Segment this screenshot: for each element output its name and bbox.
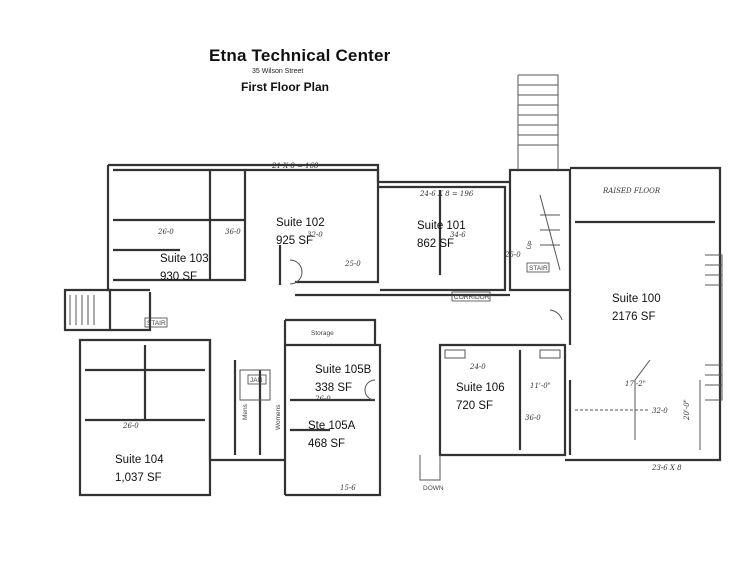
suite-105a-name: Ste 105A xyxy=(308,420,356,432)
dim-s105a: 15-6 xyxy=(340,484,356,492)
dim-s100v: 20'-0" xyxy=(683,399,691,421)
suite-104-name: Suite 104 xyxy=(115,454,164,466)
dim-s103b: 36-0 xyxy=(225,228,241,236)
suite-105b-name: Suite 105B xyxy=(315,364,372,376)
mens-label: Mens xyxy=(242,403,249,420)
dim-s101v: 25-0 xyxy=(504,251,521,259)
suite-106-area: 720 SF xyxy=(456,400,493,412)
suite-103-name: Suite 103 xyxy=(160,253,209,265)
jan-label: JAN xyxy=(250,377,263,384)
suite-106-name: Suite 106 xyxy=(456,382,505,394)
corridor-label: CORRIDOR xyxy=(454,294,490,301)
plan-subtitle: First Floor Plan xyxy=(241,80,330,94)
dim-s100a: 17'-2" xyxy=(625,380,646,388)
dim-s106b: 11'-0" xyxy=(530,382,551,390)
suite-102-name: Suite 102 xyxy=(276,217,325,229)
up-label: UP xyxy=(525,240,535,251)
suite-100-name: Suite 100 xyxy=(612,293,661,305)
stair-left-label: STAIR xyxy=(147,320,166,327)
plan-address: 35 Wilson Street xyxy=(252,68,304,75)
room-labels: Storage Mens Womens JAN STAIR STAIR CORR… xyxy=(144,187,661,492)
dim-s100b: 32-0 xyxy=(652,407,668,415)
dim-s106a: 24-0 xyxy=(469,363,486,371)
dim-top-mid: 24-6 X 8 = 196 xyxy=(419,190,474,198)
suite-105b-area: 338 SF xyxy=(315,382,352,394)
dim-s103: 26-0 xyxy=(157,228,174,236)
down-label: DOWN xyxy=(423,485,444,492)
suite-104-area: 1,037 SF xyxy=(115,472,162,484)
dim-s104: 26-0 xyxy=(122,422,139,430)
suite-100-area: 2176 SF xyxy=(612,311,655,323)
dim-s106c: 36-0 xyxy=(525,414,541,422)
suite-labels: Suite 103 930 SF Suite 102 925 SF Suite … xyxy=(115,217,661,484)
suite-102-area: 925 SF xyxy=(276,235,313,247)
dim-s101: 34-6 xyxy=(450,231,466,239)
dim-s100c: 23-6 X 8 xyxy=(651,464,682,472)
dim-s105b: 26-0 xyxy=(314,395,331,403)
suite-105a-area: 468 SF xyxy=(308,438,345,450)
suite-101-name: Suite 101 xyxy=(417,220,466,232)
raised-floor-label: RAISED FLOOR xyxy=(602,187,661,195)
dimension-labels: 21 X 8 = 168 24-6 X 8 = 196 26-0 36-0 32… xyxy=(122,162,691,492)
womens-label: Womens xyxy=(275,404,282,430)
suite-101-area: 862 SF xyxy=(417,238,454,250)
dim-s102v: 25-0 xyxy=(344,260,361,268)
suite-103-area: 930 SF xyxy=(160,271,197,283)
stair-right-label: STAIR xyxy=(529,265,548,272)
walls xyxy=(63,74,723,497)
dim-s102: 32-0 xyxy=(307,231,323,239)
plan-title: Etna Technical Center xyxy=(209,46,391,65)
storage-label: Storage xyxy=(311,330,334,337)
dim-top-left: 21 X 8 = 168 xyxy=(271,162,319,170)
